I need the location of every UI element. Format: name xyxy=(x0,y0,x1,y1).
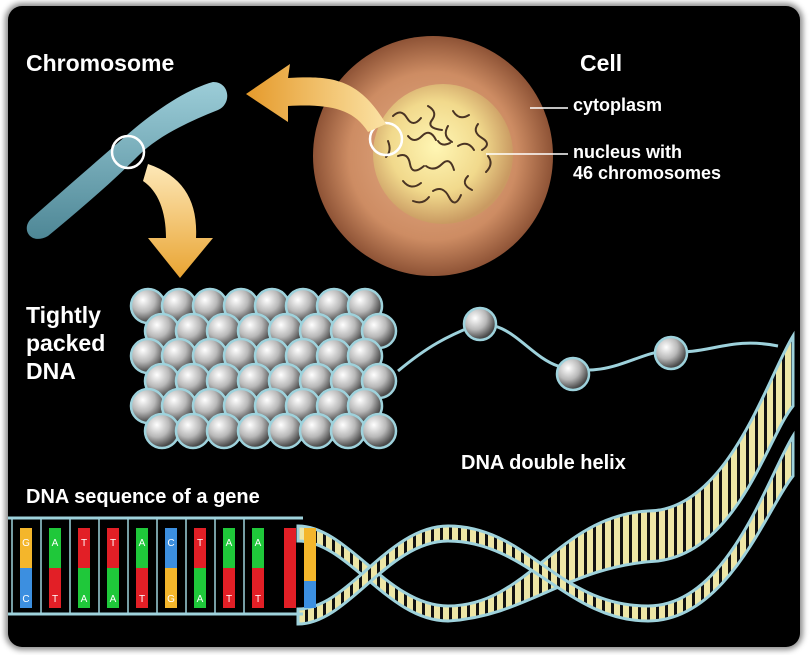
base-letter-lower: C xyxy=(22,594,29,605)
base-upper xyxy=(252,528,264,568)
base-letter-upper: A xyxy=(226,538,233,549)
gene-sequence: G C A T T A T A A T C G T A A T A T xyxy=(11,518,264,614)
base-letter-lower: T xyxy=(139,594,145,605)
base-letter-lower: T xyxy=(226,594,232,605)
base-lower xyxy=(78,568,90,608)
gene-sequence-label: DNA sequence of a gene xyxy=(26,486,260,508)
nucleosome xyxy=(174,412,212,450)
base-letter-lower: G xyxy=(167,594,175,605)
chromosome xyxy=(26,82,228,239)
packed-dna-label-line1: Tightly xyxy=(26,302,101,328)
base-letter-upper: A xyxy=(255,538,262,549)
nucleus-highlight-circle xyxy=(368,121,404,157)
base-letter-lower: A xyxy=(81,594,88,605)
packed-dna-label-line2: packed xyxy=(26,330,106,356)
curved-arrow-down-icon xyxy=(143,164,213,278)
nucleosome xyxy=(298,412,336,450)
double-helix-label: DNA double helix xyxy=(461,452,626,474)
nucleosome xyxy=(360,412,398,450)
base-letter-lower: A xyxy=(197,594,204,605)
base-letter-upper: T xyxy=(197,538,203,549)
chromatin-fiber xyxy=(397,322,779,373)
nucleosome xyxy=(205,412,243,450)
base-lower xyxy=(252,568,264,608)
nucleosome-loose xyxy=(462,306,498,342)
nucleosome xyxy=(267,412,305,450)
double-helix xyxy=(296,330,795,626)
nucleosome xyxy=(329,412,367,450)
nucleus-label-line2: 46 chromosomes xyxy=(573,163,722,183)
base-letter-lower: T xyxy=(52,594,58,605)
base-lower xyxy=(223,568,235,608)
base-lower xyxy=(49,568,61,608)
base-lower xyxy=(165,568,177,608)
base-upper xyxy=(78,528,90,568)
base-letter-upper: T xyxy=(110,538,116,549)
base-letter-upper: T xyxy=(81,538,87,549)
cytoplasm-label: cytoplasm xyxy=(573,95,663,115)
base-lower xyxy=(136,568,148,608)
base-upper xyxy=(165,528,177,568)
base-letter-upper: A xyxy=(139,538,146,549)
curved-arrow-left-icon xyxy=(246,64,386,132)
base-letter-upper: G xyxy=(22,538,30,549)
chromosome-label: Chromosome xyxy=(26,50,175,76)
nucleosome xyxy=(236,412,274,450)
nucleus-chromosomes xyxy=(385,105,492,204)
base-letter-lower: T xyxy=(255,594,261,605)
base-upper xyxy=(136,528,148,568)
base-upper xyxy=(107,528,119,568)
gene-end-band xyxy=(284,528,296,608)
base-letter-upper: A xyxy=(52,538,59,549)
base-lower xyxy=(20,568,32,608)
base-upper xyxy=(194,528,206,568)
nucleosome-loose xyxy=(555,356,591,392)
nucleosome xyxy=(143,412,181,450)
base-upper xyxy=(20,528,32,568)
base-lower xyxy=(107,568,119,608)
diagram-art: G C A T T A T A A T C G T A A T A T xyxy=(8,36,795,626)
packed-dna-label-line3: DNA xyxy=(26,358,76,384)
gene-end-band xyxy=(304,581,316,608)
packed-nucleosomes xyxy=(129,287,398,450)
base-upper xyxy=(49,528,61,568)
diagram-frame: G C A T T A T A A T C G T A A T A T Chromosome Cell cytop… xyxy=(8,6,800,647)
base-letter-lower: A xyxy=(110,594,117,605)
cell xyxy=(313,36,553,276)
base-letter-upper: C xyxy=(167,538,174,549)
nucleosome-loose xyxy=(653,335,689,371)
cell-label: Cell xyxy=(580,50,623,76)
chromosome-highlight-circle xyxy=(110,134,146,170)
base-lower xyxy=(194,568,206,608)
base-upper xyxy=(223,528,235,568)
nucleus-label-line1: nucleus with xyxy=(573,142,683,162)
